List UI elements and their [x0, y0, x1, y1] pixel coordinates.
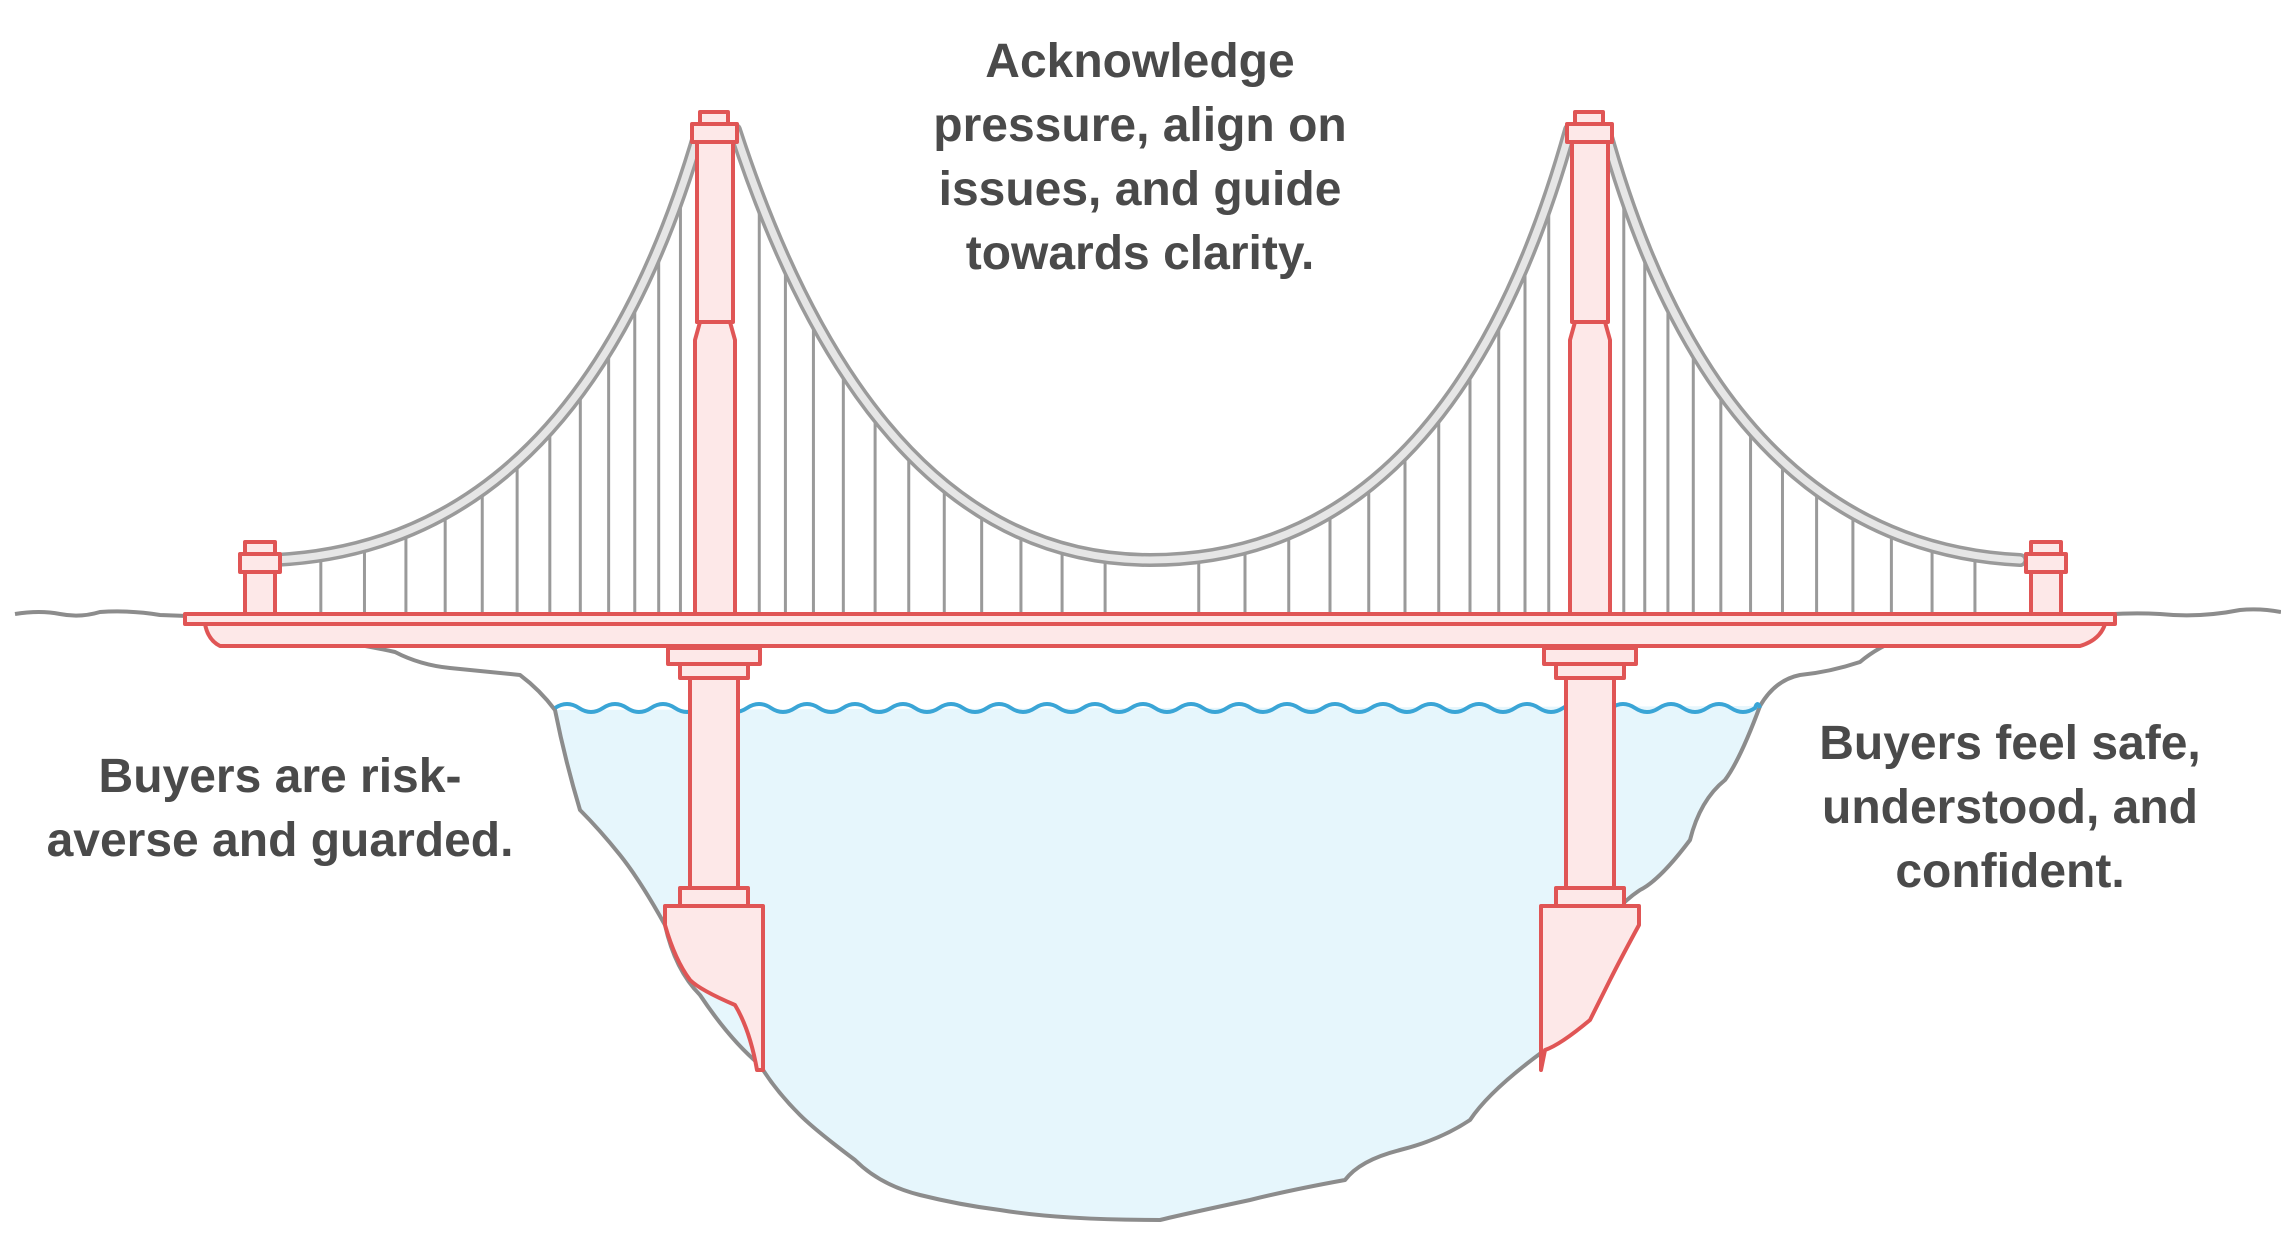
label-line: averse and guarded.	[46, 814, 514, 867]
label-line: Acknowledge	[985, 35, 1295, 88]
suspender-cables	[319, 197, 1977, 614]
main-cable-center-span-inner	[731, 126, 1574, 564]
label-line: Buyers are risk-	[98, 750, 462, 803]
ground-outline	[14, 607, 2281, 1222]
right-tower	[1539, 110, 1641, 1072]
label-line: understood, and	[1822, 781, 2198, 834]
river-water	[555, 706, 1760, 1220]
step-label-end: Buyers feel safe, understood, and confiden…	[1740, 712, 2280, 904]
label-line: confident.	[1895, 845, 2125, 898]
label-line: Buyers feel safe,	[1819, 717, 2201, 770]
right-anchor-pylon	[2024, 540, 2068, 618]
main-cable-left-span-inner	[271, 126, 704, 564]
bridge-deck	[183, 612, 2117, 648]
step-label-middle: Acknowledge pressure, align on issues, and…	[860, 30, 1420, 286]
label-line: pressure, align on	[933, 99, 1347, 152]
step-label-start: Buyers are risk-averse and guarded.	[0, 745, 560, 873]
left-anchor-pylon	[238, 540, 282, 618]
main-cable-right-span-inner	[1601, 126, 2024, 564]
label-line: issues, and guide	[938, 163, 1342, 216]
left-tower	[663, 110, 765, 1072]
label-line: towards clarity.	[965, 227, 1315, 280]
